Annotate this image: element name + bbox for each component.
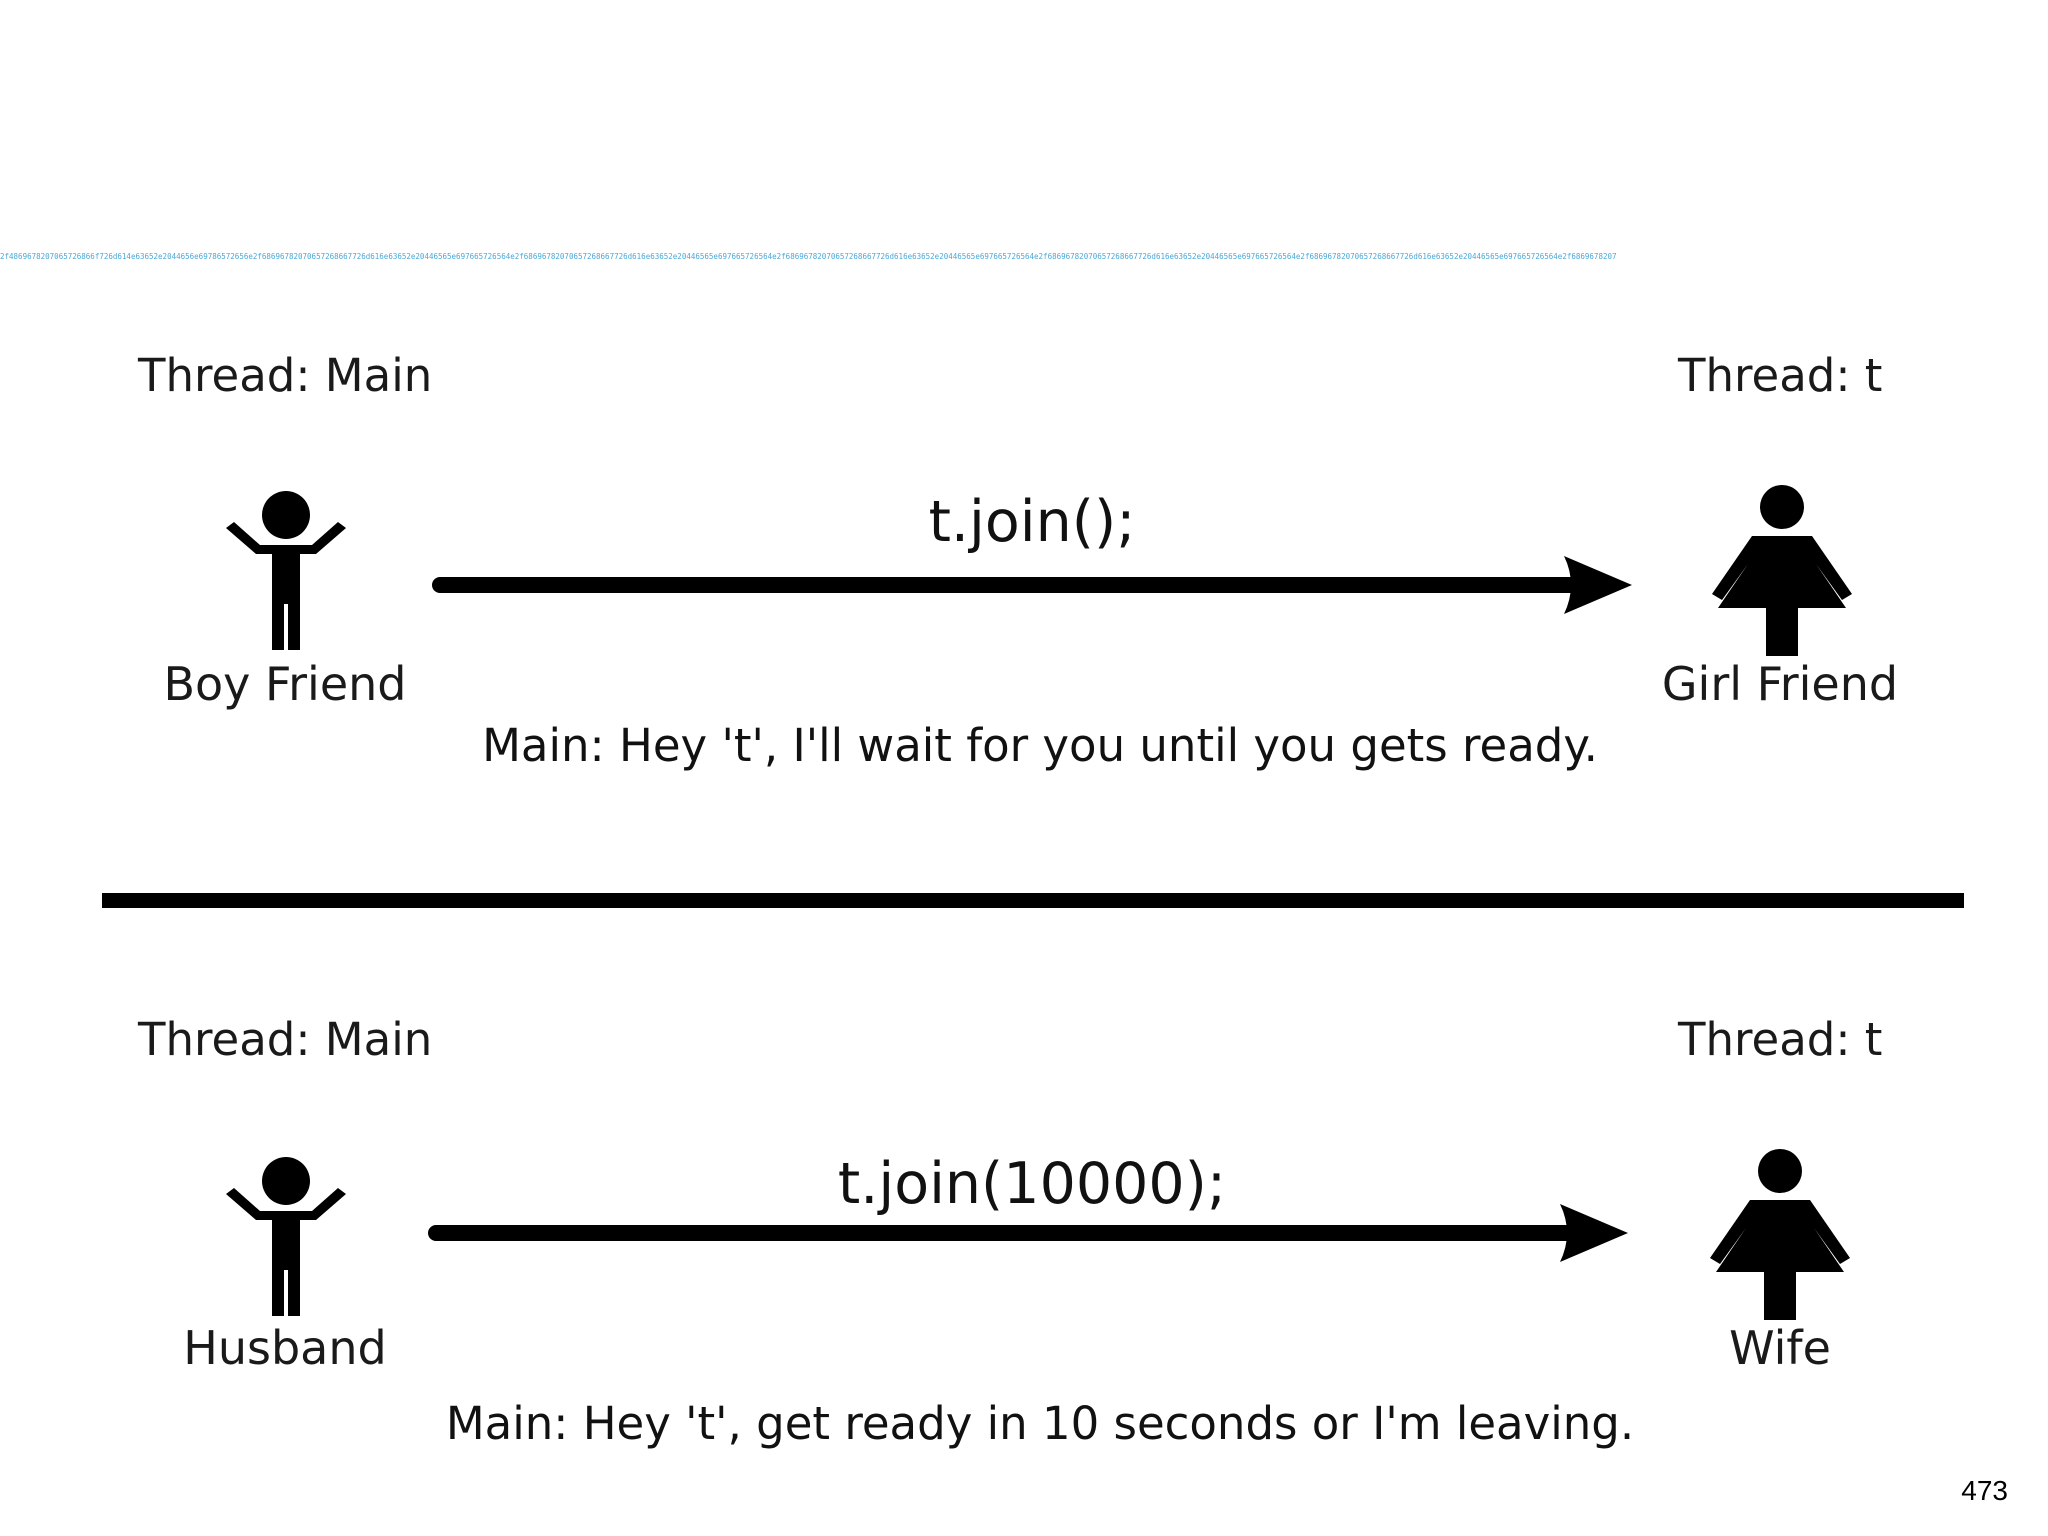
left-thread-label: Thread: Main (138, 1013, 433, 1066)
male-person-icon (222, 490, 350, 656)
page-number: 473 (1961, 1475, 2008, 1506)
right-person-label: Girl Friend (1661, 657, 1899, 711)
dialogue-message: Main: Hey 't', I'll wait for you until y… (482, 719, 1598, 772)
right-person-label: Wife (1729, 1321, 1831, 1375)
panel-top: Thread: Main Thread: t Boy Friend t.join… (138, 349, 1899, 772)
right-arrow-icon (428, 1200, 1633, 1266)
right-arrow-icon (432, 552, 1637, 618)
left-person-label: Husband (183, 1321, 387, 1375)
left-person-label: Boy Friend (163, 657, 407, 711)
dialogue-message: Main: Hey 't', get ready in 10 seconds o… (445, 1397, 1635, 1450)
female-person-icon (1710, 1148, 1850, 1324)
right-thread-label: Thread: t (1678, 1013, 1883, 1066)
male-person-icon (222, 1156, 350, 1322)
method-call-label: t.join(); (928, 489, 1136, 555)
left-thread-label: Thread: Main (138, 349, 433, 402)
method-call-label: t.join(10000); (837, 1151, 1227, 1217)
watermark-strip: 2f4869678207065726866f726d614e63652e2044… (0, 252, 1617, 261)
section-divider (102, 893, 1964, 908)
female-person-icon (1712, 484, 1852, 660)
right-thread-label: Thread: t (1678, 349, 1883, 402)
